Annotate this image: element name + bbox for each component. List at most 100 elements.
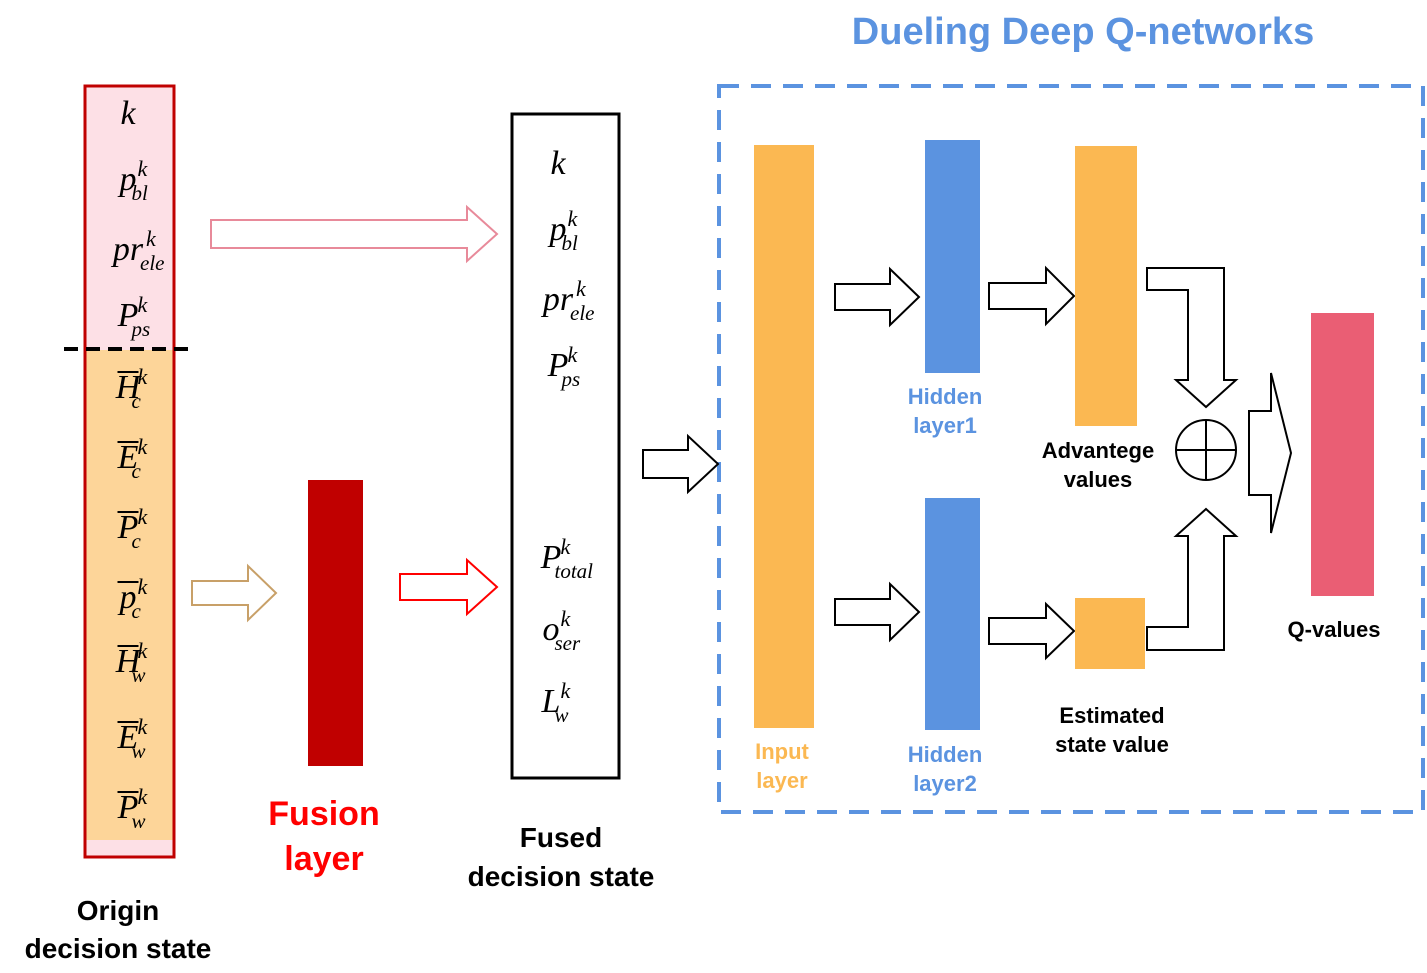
origin-label-line1: Origin <box>77 895 159 926</box>
hidden2-label-line1: Hidden <box>908 742 983 767</box>
arrow-hidden1-to-advantage <box>988 265 1076 327</box>
origin-var-7-sub: c <box>132 529 142 553</box>
fused-var-3-sup: k <box>576 276 587 301</box>
origin-var-6-base: E <box>117 439 139 476</box>
origin-var-8-sub: c <box>132 599 142 623</box>
origin-var-4-base: P <box>117 297 139 334</box>
state-value-bar <box>1075 598 1145 669</box>
input-label-line1: Input <box>755 739 809 764</box>
fusion-label-line2: layer <box>284 840 363 878</box>
origin-bottom-fill <box>85 350 174 840</box>
origin-var-3-sup: k <box>146 226 157 251</box>
origin-var-5-sub: c <box>132 389 142 413</box>
advantage-bar <box>1075 146 1137 426</box>
origin-border <box>83 84 176 859</box>
fused-var-3-base: pr <box>541 281 574 318</box>
origin-var-7-sup: k <box>138 504 149 529</box>
fused-var-3-sub: ele <box>570 301 594 325</box>
origin-var-6-sub: c <box>132 459 142 483</box>
fusion-label-line1: Fusion <box>268 795 379 833</box>
fused-var-7-sup: k <box>561 678 572 703</box>
fused-var-4-sup: k <box>568 342 579 367</box>
fused-label-line2: decision state <box>468 861 655 892</box>
origin-var-8-sup: k <box>138 574 149 599</box>
arrow-advantage-to-sum <box>1146 267 1239 409</box>
origin-var-10-base: E <box>117 719 139 756</box>
origin-var-9: Hkw <box>115 638 149 687</box>
origin-state-box <box>64 84 192 859</box>
origin-var-9-sub: w <box>132 663 146 687</box>
fused-var-2-sup: k <box>568 206 579 231</box>
origin-var-3-base: pr <box>111 231 144 268</box>
origin-var-6-sup: k <box>138 434 149 459</box>
origin-var-2-sub: bl <box>132 181 149 205</box>
input-label-line2: layer <box>756 768 808 793</box>
arrow-hidden2-to-value <box>988 601 1076 661</box>
origin-var-5-sup: k <box>138 364 149 389</box>
origin-var-5-base: H <box>115 369 143 406</box>
fused-var-2-base: p <box>548 211 567 248</box>
origin-var-10-sup: k <box>138 714 149 739</box>
hidden1-label-line2: layer1 <box>913 413 977 438</box>
arrow-origin-to-fused <box>210 204 499 264</box>
fused-var-2-sub: bl <box>562 231 579 255</box>
origin-var-5: Hkc <box>115 364 149 413</box>
arrow-value-to-sum <box>1146 507 1239 651</box>
fused-var-4-base: P <box>547 347 569 384</box>
advantage-label-line1: Advantege <box>1042 438 1154 463</box>
origin-var-9-base: H <box>115 643 143 680</box>
origin-var-2-base: p <box>118 161 137 198</box>
sum-operator-icon <box>1175 419 1237 481</box>
hidden2-label-line2: layer2 <box>913 771 977 796</box>
dqn-dashed-border <box>717 84 1425 814</box>
origin-var-4-sup: k <box>138 292 149 317</box>
fused-var-4-sub: ps <box>560 367 581 391</box>
origin-var-3-sub: ele <box>140 251 164 275</box>
origin-var-11-sup: k <box>138 784 149 809</box>
origin-var-9-sup: k <box>138 638 149 663</box>
fused-var-1: k <box>550 145 566 182</box>
fusion-layer-bar <box>308 480 363 766</box>
arrow-sum-to-qvalues <box>1248 372 1293 534</box>
arrow-fusion-to-fused <box>399 557 499 617</box>
origin-var-2-sup: k <box>138 156 149 181</box>
hidden-layer2-bar <box>925 498 980 730</box>
fused-var-5-sup: k <box>561 534 572 559</box>
fused-label-line1: Fused <box>520 822 602 853</box>
fused-var-7-sub: w <box>555 703 569 727</box>
fused-var-6-base: o <box>543 611 560 648</box>
arrow-input-to-hidden1 <box>834 266 921 328</box>
fused-var-5-base: P <box>540 539 562 576</box>
input-layer-bar <box>754 145 814 728</box>
origin-var-7-base: P <box>117 509 139 546</box>
origin-var-11-sub: w <box>132 809 146 833</box>
arrow-origin-to-fusion <box>191 563 278 623</box>
origin-var-4-sub: ps <box>130 317 151 341</box>
origin-label-line2: decision state <box>25 933 212 964</box>
diagram-title: Dueling Deep Q-networks <box>852 11 1314 53</box>
qvalues-label: Q-values <box>1288 617 1381 642</box>
origin-var-11-base: P <box>117 789 139 826</box>
fused-var-6-sup: k <box>561 606 572 631</box>
arrow-input-to-hidden2 <box>834 581 921 643</box>
origin-top-fill <box>85 87 174 350</box>
origin-var-10-sub: w <box>132 739 146 763</box>
qvalues-bar <box>1311 313 1374 596</box>
hidden-layer1-bar <box>925 140 980 373</box>
fused-var-1-base: k <box>550 145 566 182</box>
